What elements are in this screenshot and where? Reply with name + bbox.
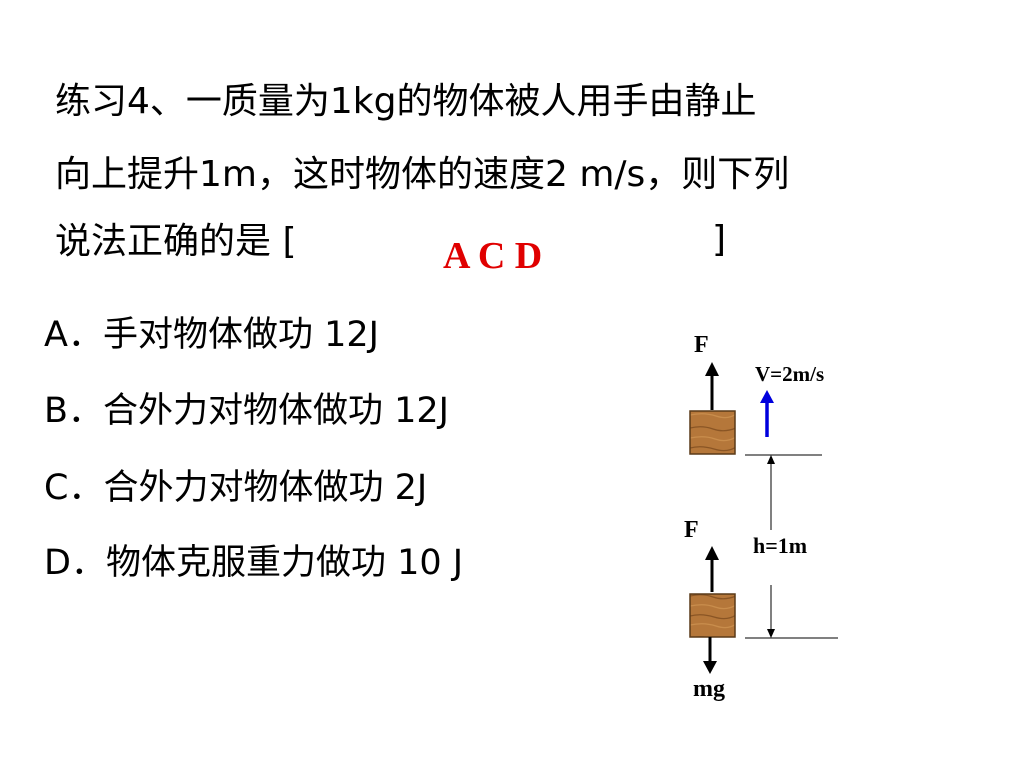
- height-label: h=1m: [753, 533, 807, 558]
- option-d-letter: D．: [44, 543, 106, 583]
- option-a-text: 手对物体做功 12J: [102, 315, 379, 355]
- option-d: D．物体克服重力做功 10 J: [44, 546, 463, 581]
- question-line-1: 练习4、一质量为1kg的物体被人用手由静止: [55, 81, 757, 122]
- closing-bracket: ]: [712, 219, 727, 260]
- height-arrow-down: [767, 585, 775, 638]
- weight-arrow: [703, 637, 717, 674]
- option-c-text: 合外力对物体做功 2J: [103, 468, 428, 508]
- option-a: A．手对物体做功 12J: [44, 318, 379, 353]
- height-arrow-up: [767, 455, 775, 530]
- question-line-3: 说法正确的是 [: [55, 221, 297, 262]
- answer-text: A C D: [443, 235, 543, 277]
- velocity-label: V=2m/s: [755, 362, 824, 386]
- bottom-force-arrow: [705, 546, 719, 592]
- option-c-letter: C．: [44, 468, 104, 508]
- velocity-arrow: [760, 390, 774, 437]
- weight-label: mg: [693, 676, 725, 702]
- option-c: C．合外力对物体做功 2J: [44, 471, 427, 506]
- option-b: B．合外力对物体做功 12J: [44, 394, 449, 429]
- bottom-force-label: F: [684, 517, 699, 543]
- top-force-label: F: [694, 332, 709, 358]
- option-b-letter: B．: [44, 391, 104, 431]
- option-a-letter: A．: [44, 315, 103, 355]
- option-b-text: 合外力对物体做功 12J: [103, 391, 450, 431]
- top-box: [689, 410, 736, 455]
- bottom-box: [689, 593, 736, 638]
- top-force-arrow: [705, 362, 719, 410]
- question-line-2: 向上提升1m，这时物体的速度2 m/s，则下列: [55, 154, 790, 195]
- option-d-text: 物体克服重力做功 10 J: [105, 543, 464, 583]
